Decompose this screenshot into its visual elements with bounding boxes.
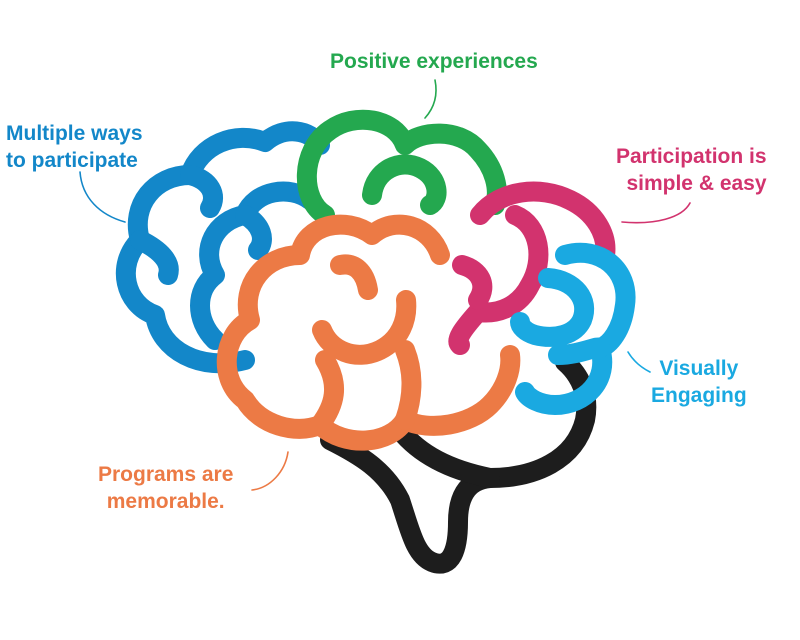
multiple-ways-label: Multiple ways to participate [6, 120, 143, 174]
cerebellum-fold-stroke [390, 420, 500, 488]
positive-experiences-line-1: Positive experiences [330, 50, 538, 73]
multiple-ways-line-1: Multiple ways [6, 122, 143, 145]
left-lobe-curl-2 [180, 165, 223, 218]
programs-memorable-label: Programs are memorable. [98, 461, 233, 515]
front-lobe-curl-3 [395, 340, 422, 430]
brain-stem-region [320, 352, 597, 574]
right-lobe-inner-stroke [448, 205, 549, 355]
left-lobe-curl-1 [130, 230, 179, 285]
participation-line-1: Participation is [616, 145, 767, 168]
front-lobe-curl-1 [312, 290, 417, 365]
programs-memorable-line-1: Programs are [98, 463, 234, 486]
top-lobe-curl [362, 154, 447, 215]
front-lobe-curl-4 [330, 254, 378, 300]
multiple-ways-region [115, 121, 330, 374]
visually-leader-line [627, 351, 651, 373]
programs-leader-line [251, 451, 289, 491]
positive-leader-line [424, 79, 437, 119]
top-lobe-stroke [296, 109, 507, 225]
participation-leader-line [621, 202, 691, 224]
positive-experiences-region [296, 109, 507, 225]
visually-engaging-line-2: Engaging [651, 384, 747, 407]
multiple-leader-line [79, 171, 126, 223]
left-lobe-outer-stroke [115, 121, 330, 374]
right-lobe-stroke [470, 181, 616, 265]
participation-line-2: simple & easy [626, 172, 767, 195]
front-lobe-lower-stroke [395, 345, 521, 436]
left-lobe-curl-3 [235, 205, 272, 260]
multiple-ways-line-2: to participate [6, 149, 138, 172]
front-lobe-curl-2 [310, 350, 345, 435]
participation-label: Participation is simple & easy [616, 143, 767, 197]
visually-engaging-line-1: Visually [659, 357, 739, 380]
programs-memorable-line-2: memorable. [106, 490, 225, 513]
visually-engaging-region [510, 242, 636, 415]
back-lobe-curl [548, 337, 610, 365]
right-lobe-curl [452, 255, 493, 310]
positive-experiences-label: Positive experiences [330, 48, 538, 75]
visually-engaging-label: Visually Engaging [651, 355, 747, 409]
left-lobe-inner-stroke [190, 181, 320, 350]
brain-stem-stroke [320, 352, 597, 574]
memorable-region [216, 214, 521, 451]
back-lobe-inner-stroke [510, 268, 595, 347]
simple-easy-region [448, 181, 616, 355]
